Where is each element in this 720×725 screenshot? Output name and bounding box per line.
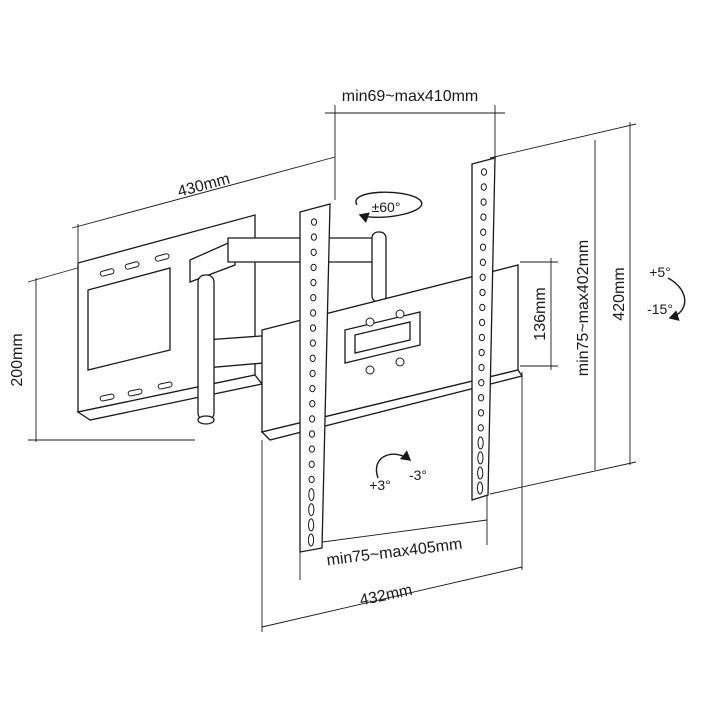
rotate-arrow-icon (375, 450, 412, 479)
right-rail-hole (477, 424, 484, 432)
arm-upper-link (189, 238, 236, 283)
label-wall-plate-height: 200mm (9, 333, 26, 386)
wall-slot (124, 261, 140, 270)
wall-slot (99, 393, 115, 402)
right-rail-hole (480, 228, 487, 236)
label-rotate-minus: -3° (409, 467, 427, 483)
left-rail-hole (310, 248, 317, 257)
right-rail-hole (478, 333, 485, 342)
tv-plate-flange (260, 369, 524, 441)
right-rail-hole (478, 363, 485, 372)
right-rail-hole (479, 288, 486, 297)
overall-height-extension-bottom (489, 461, 637, 495)
label-overall-height: 420mm (611, 267, 628, 320)
wall-slot (99, 268, 115, 277)
vesa-rail-left (299, 203, 331, 553)
wall-width-dimension (71, 156, 336, 229)
label-vesa-vertical: min75~max402mm (575, 240, 592, 377)
arm-wall-pivot (197, 274, 215, 421)
overall-height-extension-top (489, 123, 637, 159)
vesa-horizontal-dimension (299, 519, 488, 546)
right-rail-hole (479, 303, 486, 312)
left-rail-hole (309, 369, 316, 378)
right-rail-hole (480, 198, 487, 206)
label-tilt-down: -15° (647, 301, 673, 317)
right-rail-hole (477, 409, 485, 417)
arm-upper-pivot (371, 231, 387, 303)
left-rail-hole (310, 309, 317, 317)
left-rail-hole (309, 354, 316, 362)
left-rail-hole (307, 533, 315, 547)
left-rail-hole (309, 384, 316, 393)
left-rail-hole (308, 488, 315, 502)
right-rail-hole (477, 436, 484, 450)
vesa-rail-right (471, 157, 496, 501)
right-rail-hole (479, 273, 486, 281)
right-rail-hole (480, 168, 488, 176)
label-arm-extension: min69~max410mm (342, 88, 479, 105)
left-rail-hole (309, 324, 317, 332)
label-tilt-up: +5° (649, 264, 671, 280)
left-rail-hole (309, 415, 316, 423)
left-rail-hole (308, 445, 315, 453)
left-rail-hole (308, 518, 315, 532)
right-rail-hole (480, 213, 487, 221)
plate-width-dimension (261, 566, 523, 628)
left-rail-hole (310, 263, 317, 272)
right-rail-hole (478, 348, 485, 357)
left-rail-hole (310, 233, 317, 241)
swivel-arrow-icon (355, 191, 423, 224)
left-rail-hole (310, 278, 317, 287)
right-rail-hole (479, 258, 486, 266)
left-rail-hole (309, 339, 316, 347)
label-tv-plate-width: 432mm (358, 582, 414, 610)
wall-slot (154, 253, 170, 262)
right-rail-hole (478, 379, 485, 387)
left-rail-hole (308, 430, 316, 438)
left-rail-hole (309, 400, 316, 408)
tv-plate-center-inner (354, 321, 411, 354)
left-rail-hole (308, 503, 315, 517)
tilt-arrow-icon (667, 277, 686, 321)
tv-plate-hole (365, 365, 375, 375)
right-rail-hole (479, 318, 486, 327)
label-swivel: ±60° (372, 199, 401, 215)
left-rail-hole (308, 460, 315, 468)
label-tv-plate-height: 136mm (532, 287, 549, 340)
vesa-rail-holes (307, 168, 488, 547)
right-rail-hole (478, 394, 485, 402)
right-rail-hole (477, 451, 484, 465)
tv-plate-hole (395, 357, 405, 367)
rotation-indicators (355, 191, 686, 479)
tv-plate-hole (365, 317, 375, 327)
label-vesa-horizontal: min75~max405mm (326, 536, 464, 570)
right-rail-hole (477, 466, 484, 480)
wall-plate-window-left (87, 267, 171, 371)
right-rail-hole (476, 481, 484, 495)
right-rail-hole (479, 243, 487, 251)
right-rail-hole (480, 183, 487, 191)
dimension-lines (27, 105, 637, 632)
left-rail-hole (310, 218, 318, 226)
left-rail-hole (310, 294, 317, 302)
wall-slot (127, 388, 143, 397)
left-rail-hole (308, 475, 315, 484)
vesa-rails (299, 157, 496, 553)
label-rotate-plus: +3° (369, 477, 391, 493)
wall-slot (157, 381, 173, 390)
pivot-cap (197, 415, 215, 425)
tv-plate-hole (395, 309, 405, 319)
label-wall-plate-width: 430mm (176, 171, 232, 201)
